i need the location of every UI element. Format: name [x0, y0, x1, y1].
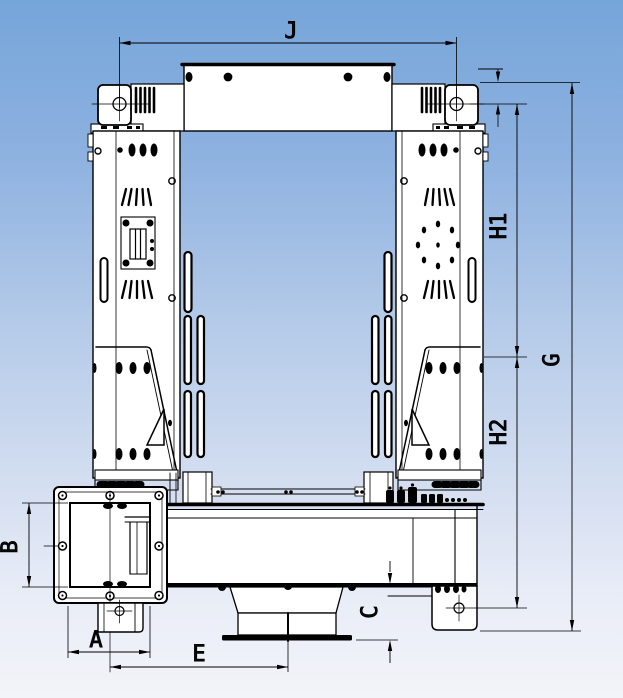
flange-pipe-detail [124, 516, 151, 575]
dim-top-width: J [119, 19, 457, 108]
top-panel [180, 62, 396, 132]
dim-bottom-clearance: C [356, 561, 398, 663]
side-column-right-mirror [364, 84, 488, 503]
dim-bracket-offset [470, 68, 580, 127]
right-hole-circle-detail [415, 220, 461, 270]
dim-top-width-label: J [284, 19, 297, 44]
dim-flange-width: A [67, 606, 151, 658]
left-clamp-detail [120, 216, 156, 270]
rail-post [182, 471, 213, 504]
bottom-funnel [218, 583, 356, 642]
dim-total-height-label: G [540, 353, 565, 366]
dim-flange-height: B [0, 502, 68, 588]
panel-slot-column [168, 250, 206, 459]
side-inlet-flange [43, 486, 168, 673]
dimension-annotations: J H1 H2 [0, 19, 581, 672]
side-column-left [87, 83, 213, 504]
dim-lower-height-label: H2 [487, 419, 512, 446]
bottom-rail [210, 486, 366, 497]
right-foot [387, 585, 478, 631]
louver-hatch-upper [120, 187, 153, 207]
dim-lower-height: H2 [472, 357, 527, 609]
dim-bottom-clearance-label: C [358, 605, 383, 618]
left-foot [97, 599, 144, 633]
dim-flange-width-label: A [89, 628, 102, 653]
dim-outlet-offset: E [110, 641, 289, 672]
louver-hatch-lower [120, 279, 154, 300]
dim-upper-height: H1 [484, 104, 527, 358]
terminal-stud-row [386, 483, 467, 503]
dim-upper-height-label: H1 [487, 213, 512, 240]
dim-total-height: G [480, 83, 581, 632]
top-vent-louvers [134, 86, 156, 114]
gusset-bracket [92, 346, 179, 478]
machine-front-view [43, 62, 488, 673]
dim-flange-height-label: B [0, 540, 23, 553]
dim-outlet-offset-label: E [192, 642, 205, 667]
bolt-hole-row [94, 143, 176, 185]
